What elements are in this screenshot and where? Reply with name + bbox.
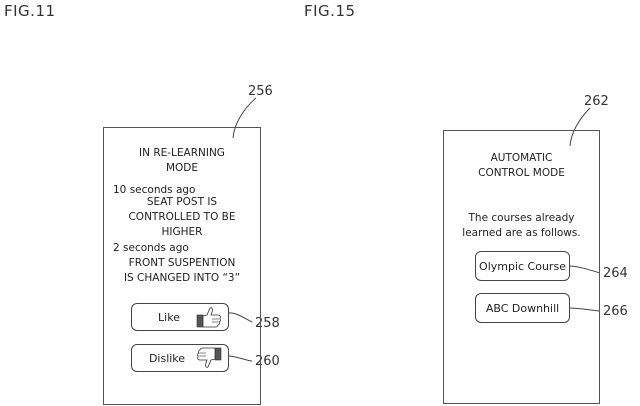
ref-number-262: 262 bbox=[584, 94, 609, 109]
ref-number-256: 256 bbox=[248, 84, 273, 99]
leader-264 bbox=[568, 265, 601, 274]
leader-266 bbox=[568, 307, 601, 312]
ref-number-260: 260 bbox=[255, 354, 280, 369]
ref-number-264: 264 bbox=[603, 266, 628, 281]
leader-262 bbox=[569, 107, 591, 147]
thumbs-up-icon bbox=[196, 307, 221, 328]
entry-2-timestamp: 2 seconds ago bbox=[113, 242, 189, 254]
like-button-label: Like bbox=[158, 310, 180, 324]
thumbs-down-icon bbox=[197, 347, 222, 368]
leader-258 bbox=[227, 312, 253, 323]
entry-1-timestamp: 10 seconds ago bbox=[113, 184, 196, 196]
ref-number-266: 266 bbox=[603, 304, 628, 319]
courses-message-line-1: The courses already bbox=[468, 212, 575, 224]
entry-1-line-2: CONTROLLED TO BE bbox=[128, 211, 236, 223]
abc-downhill-button[interactable]: ABC Downhill bbox=[475, 293, 570, 323]
screen-title-line-1: AUTOMATIC bbox=[490, 152, 553, 164]
leader-256 bbox=[232, 97, 257, 139]
relearning-mode-screen: IN RE-LEARNING MODE 10 seconds ago SEAT … bbox=[103, 127, 261, 405]
courses-message-line-2: learned are as follows. bbox=[462, 227, 581, 239]
figure-15-label: FIG.15 bbox=[304, 2, 356, 20]
entry-1-line-1: SEAT POST IS bbox=[146, 196, 218, 208]
screen-title-line-1: IN RE-LEARNING bbox=[139, 147, 225, 159]
leader-260 bbox=[227, 355, 253, 362]
entry-2-line-1: FRONT SUSPENTION bbox=[128, 257, 236, 269]
screen-title-line-2: CONTROL MODE bbox=[478, 167, 565, 179]
entry-2-line-2: IS CHANGED INTO “3” bbox=[123, 272, 241, 284]
automatic-control-mode-screen: AUTOMATIC CONTROL MODE The courses alrea… bbox=[443, 130, 600, 404]
ref-number-258: 258 bbox=[255, 316, 280, 331]
entry-1-line-3: HIGHER bbox=[161, 226, 203, 238]
olympic-course-button[interactable]: Olympic Course bbox=[475, 251, 570, 281]
dislike-button-label: Dislike bbox=[148, 351, 186, 365]
figure-11-label: FIG.11 bbox=[4, 2, 56, 20]
screen-title-line-2: MODE bbox=[165, 162, 199, 174]
